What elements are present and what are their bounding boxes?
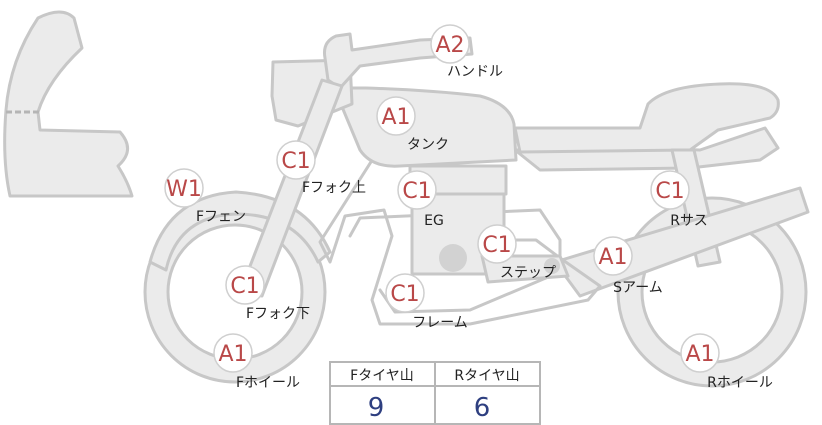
- grade-circle: [650, 170, 690, 210]
- grade-text: C1: [390, 282, 419, 307]
- part-label: ハンドル: [447, 64, 503, 80]
- grade-text: C1: [230, 274, 259, 299]
- rear-tire-value: 6: [474, 393, 491, 423]
- grade-circle: [593, 236, 633, 276]
- part-label: Fフォク上: [302, 180, 366, 196]
- front-tire-value: 9: [368, 393, 385, 423]
- grade-text: C1: [482, 233, 511, 258]
- part-label: Fホイール: [236, 375, 300, 391]
- rear-tire-header: Rタイヤ山: [454, 368, 519, 384]
- grade-circle: [477, 224, 517, 264]
- grade-text: C1: [655, 179, 684, 204]
- grade-circle: [213, 333, 253, 373]
- grade-circle: [397, 170, 437, 210]
- part-label: タンク: [407, 137, 449, 153]
- grade-circle: [376, 96, 416, 136]
- grade-text: A2: [435, 33, 464, 58]
- grade-circle: [385, 273, 425, 313]
- grade-text: A1: [218, 342, 247, 367]
- grade-circle: [276, 140, 316, 180]
- seat-shape: [513, 82, 780, 154]
- part-badge-tank: A1 タンク: [376, 96, 449, 153]
- grade-text: C1: [281, 149, 310, 174]
- fairing-shape: [3, 10, 134, 198]
- grade-text: C1: [402, 179, 431, 204]
- part-badge-frame: C1 フレーム: [385, 273, 468, 331]
- part-label: Rサス: [670, 213, 707, 229]
- part-label: Fフォク下: [246, 306, 310, 322]
- front-tire-header: Fタイヤ山: [350, 368, 414, 384]
- grade-text: A1: [598, 245, 627, 270]
- part-label: ステップ: [500, 265, 556, 281]
- part-label: フレーム: [412, 315, 468, 331]
- grade-circle: [430, 24, 470, 64]
- grade-text: W1: [166, 177, 202, 202]
- tank-shape: [336, 86, 518, 168]
- grade-circle: [225, 265, 265, 305]
- part-badge-handle: A2 ハンドル: [430, 24, 503, 80]
- grade-circle: [164, 168, 204, 208]
- tire-table: Fタイヤ山 Rタイヤ山 9 6: [329, 361, 541, 425]
- frame-shape: [318, 130, 602, 326]
- grade-text: A1: [381, 105, 410, 130]
- front-fork-shape: [238, 78, 344, 298]
- part-label: Rホイール: [707, 375, 773, 391]
- part-label: Sアーム: [613, 280, 663, 296]
- grade-circle: [680, 333, 720, 373]
- part-badge-step: C1 ステップ: [477, 224, 556, 281]
- part-label: Fフェン: [196, 209, 246, 225]
- part-label: EG: [424, 213, 444, 229]
- grade-text: A1: [685, 342, 714, 367]
